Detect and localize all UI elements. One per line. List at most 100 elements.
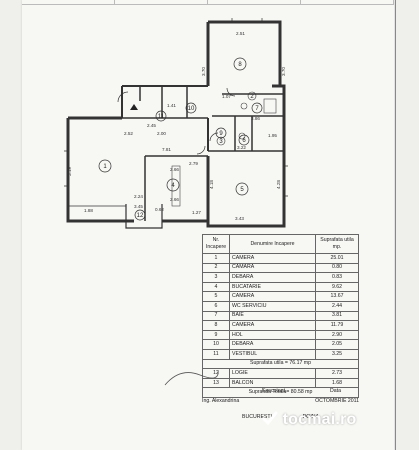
cell-suprafata: 2.73	[315, 368, 359, 379]
cell-suprafata: 3.81	[315, 310, 359, 322]
dimension-label: 2.66	[170, 167, 179, 172]
header-suprafata: Suprafata utila mp.	[315, 234, 359, 254]
signature-scribble	[164, 369, 219, 386]
wall	[125, 204, 163, 229]
signature-block: Executant, Data Ing. Alexandrina OCTOMBR…	[202, 388, 359, 420]
cell-denumire: HOL	[229, 329, 316, 341]
brand-check-icon	[262, 410, 278, 426]
room-marker-4: 4	[166, 178, 180, 192]
room-marker-8: 8	[233, 57, 247, 71]
room-marker-11: 11	[155, 110, 167, 122]
total-text: Suprafata Totala= 80.58 mp	[202, 387, 359, 398]
wall	[206, 84, 286, 228]
cell-suprafata: 0.83	[315, 272, 359, 283]
dimension-label: 4.18	[209, 180, 214, 189]
cell-suprafata: 3.25	[315, 348, 359, 360]
dimension-label: 2.24	[134, 194, 143, 199]
dimension-label: 4.28	[276, 180, 281, 189]
cell-suprafata: 13.67	[315, 291, 359, 302]
entrance-arrow-icon	[130, 104, 138, 110]
cell-denumire: CAMARA	[229, 262, 316, 274]
dimension-label: 3.70	[281, 67, 286, 76]
header-cell	[22, 0, 115, 5]
dimension-label: 2.00	[157, 131, 166, 136]
dimension-label: 3.43	[235, 216, 244, 221]
cell-denumire: DEBARA	[229, 339, 316, 350]
dimension-label: 1.41	[167, 103, 176, 108]
cell-suprafata: 0.80	[315, 262, 359, 274]
cell-nr: 11	[202, 348, 230, 360]
cell-suprafata: 2.90	[315, 329, 359, 341]
cell-suprafata: 2.44	[315, 300, 359, 312]
rooms-table: Nr. Incapere Denumire Incapere Suprafata…	[202, 234, 359, 398]
room-marker-1: 1	[98, 159, 112, 173]
floor-plan: 1 4 5 8 7 6 9 10 11 3 2 12 13 2.51 3.70 …	[64, 18, 288, 229]
cell-denumire: WC SERVICIU	[229, 300, 316, 312]
room-marker-9: 9	[215, 127, 227, 139]
window-mark	[231, 18, 263, 22]
room-marker-2: 2	[247, 91, 257, 101]
door-arc	[196, 145, 206, 155]
svg-text:6: 6	[242, 138, 246, 144]
dimension-label: 1.95	[268, 133, 277, 138]
cell-denumire: BALCON	[229, 377, 316, 389]
door-arc	[209, 132, 219, 142]
window-mark	[284, 165, 288, 197]
cell-nr: 1	[202, 253, 230, 264]
cell-nr: 2	[202, 262, 230, 274]
wall	[66, 118, 134, 223]
sink-fixture	[240, 102, 248, 110]
svg-text:4: 4	[171, 183, 175, 189]
date-value: OCTOMBRIE 2011	[315, 398, 359, 404]
total-row: Suprafata Totala= 80.58 mp	[202, 387, 359, 398]
brand-watermark: tocmai.ro	[262, 410, 356, 429]
brand-text: tocmai.ro	[282, 411, 357, 428]
svg-text:1: 1	[103, 164, 107, 170]
kitchen-counter	[171, 165, 181, 207]
cell-suprafata: 11.79	[315, 320, 359, 331]
dimension-label: 1.88	[84, 208, 93, 213]
door-arc	[226, 87, 236, 97]
city-stamp: BUCURESTI	[242, 414, 272, 420]
window-mark	[64, 150, 68, 187]
header-cell	[301, 0, 394, 5]
dimension-label: 2.52	[124, 131, 133, 136]
dimension-label: 1.27	[192, 210, 201, 215]
cell-nr: 3	[202, 272, 230, 283]
cell-nr: 8	[202, 320, 230, 331]
header-denumire: Denumire Incapere	[229, 234, 316, 254]
room-marker-7: 7	[251, 102, 263, 114]
cell-denumire: CAMERA	[229, 291, 316, 302]
sheet-border	[395, 0, 396, 450]
dimension-label: 2.79	[189, 161, 198, 166]
svg-text:8: 8	[238, 62, 242, 68]
svg-text:3: 3	[219, 139, 223, 145]
door-arc	[117, 91, 129, 103]
dimension-label: 2.51	[236, 31, 245, 36]
cell-denumire: CAMERA	[229, 320, 316, 331]
cell-suprafata: 1.68	[315, 377, 359, 389]
dimension-label: 2.66	[170, 197, 179, 202]
room-marker-6: 6	[238, 134, 250, 146]
header-cell	[115, 0, 208, 5]
dimension-label: 3.22	[237, 145, 246, 150]
svg-text:12: 12	[137, 213, 144, 219]
dimension-label: 3.86	[251, 116, 260, 121]
cell-denumire: DEBARA	[229, 272, 316, 283]
room-marker-5: 5	[235, 182, 249, 196]
data-label: Data	[330, 388, 341, 394]
cell-denumire: VESTIBUL	[229, 348, 316, 360]
subtotal-text: Suprafata utila = 76.17 mp	[202, 358, 359, 370]
svg-text:2: 2	[250, 94, 254, 100]
cell-nr: 6	[202, 300, 230, 312]
header-cell	[208, 0, 301, 5]
